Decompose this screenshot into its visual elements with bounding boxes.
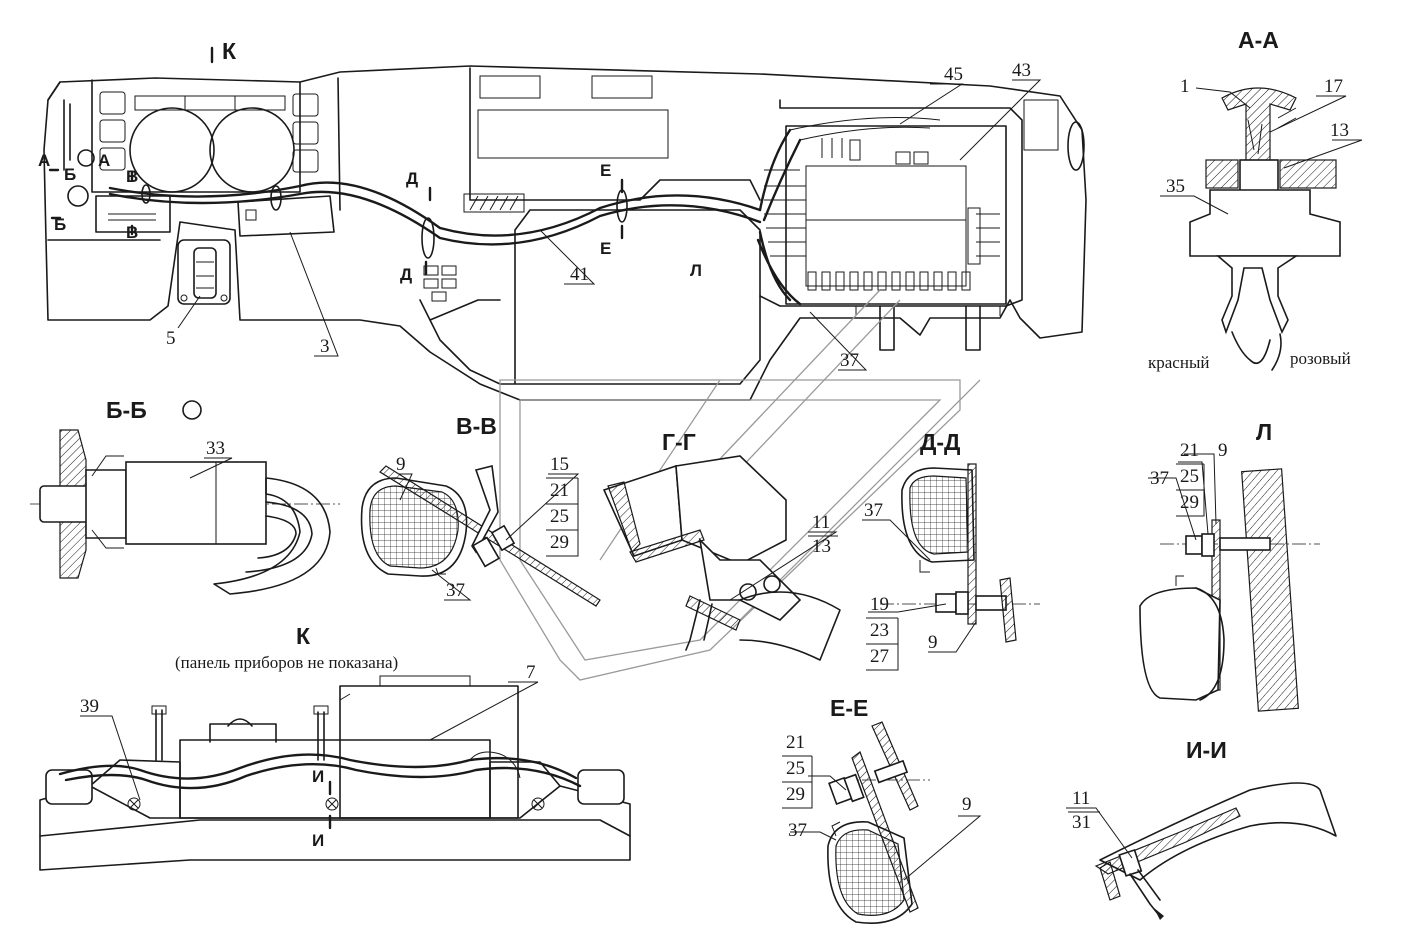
- section-bb-view: [30, 429, 340, 595]
- callout-9-ee: 9: [962, 794, 972, 815]
- callout-15: 15: [550, 454, 569, 475]
- view-title-dd: Д-Д: [920, 429, 960, 455]
- callout-37-l: 37: [1150, 468, 1169, 489]
- switch-block: [423, 265, 457, 302]
- section-mark-a-left: А: [38, 151, 50, 170]
- wire-color-pink: розовый: [1290, 349, 1351, 368]
- section-dd-view: [880, 463, 1040, 643]
- callout-21-vv: 21: [550, 480, 569, 501]
- air-vent: [463, 193, 525, 213]
- wire-color-red: красный: [1148, 353, 1209, 372]
- wire-harness: [108, 117, 941, 306]
- callout-25-l: 25: [1180, 466, 1199, 487]
- relay-box: [785, 125, 1007, 351]
- callout-31: 31: [1072, 812, 1091, 833]
- section-ii-view: [1094, 782, 1337, 920]
- callout-37-dd: 37: [864, 500, 883, 521]
- callout-21-ee: 21: [786, 732, 805, 753]
- sensor-5: [177, 239, 231, 305]
- section-mark-v-top: В: [126, 167, 138, 186]
- callout-37-ee: 37: [788, 820, 807, 841]
- section-mark-i-bottom: И: [312, 831, 324, 850]
- section-l-view: [1139, 468, 1320, 712]
- callout-35: 35: [1166, 176, 1185, 197]
- bottom-view-k: [39, 675, 631, 871]
- callout-9-l: 9: [1218, 440, 1228, 461]
- callout-29-ee: 29: [786, 784, 805, 805]
- section-vv-view: [360, 465, 601, 607]
- circle-symbol-icon: [182, 400, 202, 420]
- view-title-vv: В-В: [456, 413, 497, 439]
- callout-17: 17: [1324, 76, 1343, 97]
- section-aa-view: [1189, 87, 1341, 371]
- callout-11-gg: 11: [812, 512, 830, 533]
- callout-21-l: 21: [1180, 440, 1199, 461]
- callout-43: 43: [1012, 60, 1031, 81]
- callout-9-dd: 9: [928, 632, 938, 653]
- callout-23: 23: [870, 620, 889, 641]
- callout-25-vv: 25: [550, 506, 569, 527]
- view-title-ee: Е-Е: [830, 695, 868, 721]
- view-title-ii: И-И: [1186, 737, 1227, 763]
- callout-7: 7: [526, 662, 536, 683]
- labels: К А-А Б-Б В-В Г-Г Д-Д Л К (панель прибор…: [38, 27, 1351, 850]
- section-mark-b-bottom: Б: [54, 215, 66, 234]
- section-mark-d-bottom: Д: [400, 265, 412, 284]
- callout-9-vv: 9: [396, 454, 406, 475]
- section-mark-e-bottom: Е: [600, 239, 611, 258]
- callout-1: 1: [1180, 76, 1190, 97]
- callout-33: 33: [206, 438, 225, 459]
- callout-3: 3: [320, 336, 330, 357]
- callout-19: 19: [870, 594, 889, 615]
- section-mark-v-bottom: В: [126, 223, 138, 242]
- section-mark-d-top: Д: [406, 169, 418, 188]
- section-mark-l: Л: [690, 261, 702, 280]
- section-mark-b-top: Б: [64, 165, 76, 184]
- callout-45: 45: [944, 64, 963, 85]
- callout-11-ii: 11: [1072, 788, 1090, 809]
- callout-13-aa: 13: [1330, 120, 1349, 141]
- perspective-ghost-lines: [499, 289, 981, 681]
- section-mark-a-right: А: [98, 151, 110, 170]
- section-mark-i-top: И: [312, 767, 324, 786]
- callout-37-vv: 37: [446, 580, 465, 601]
- view-title-k-bottom: К: [296, 623, 311, 649]
- callout-39: 39: [80, 696, 99, 717]
- callout-27: 27: [870, 646, 889, 667]
- section-mark-e-top: Е: [600, 161, 611, 180]
- view-title-l: Л: [1256, 419, 1272, 445]
- view-title-bb: Б-Б: [106, 397, 147, 423]
- view-title-aa: А-А: [1238, 27, 1279, 53]
- callout-5: 5: [166, 328, 176, 349]
- view-title-k-main: К: [222, 38, 237, 64]
- callout-37-main: 37: [840, 350, 859, 371]
- main-dashboard-view: [43, 46, 1087, 401]
- section-gg-view: [602, 455, 841, 661]
- fuse-row: [807, 271, 971, 291]
- leader-lines: [80, 79, 1363, 881]
- callout-25-ee: 25: [786, 758, 805, 779]
- callout-29-l: 29: [1180, 492, 1199, 513]
- callout-41: 41: [570, 264, 589, 285]
- callout-13-gg: 13: [812, 536, 831, 557]
- view-note-k-bottom: (панель приборов не показана): [175, 653, 398, 672]
- callout-29-vv: 29: [550, 532, 569, 553]
- view-title-gg: Г-Г: [662, 429, 696, 455]
- section-ee-view: [827, 721, 930, 924]
